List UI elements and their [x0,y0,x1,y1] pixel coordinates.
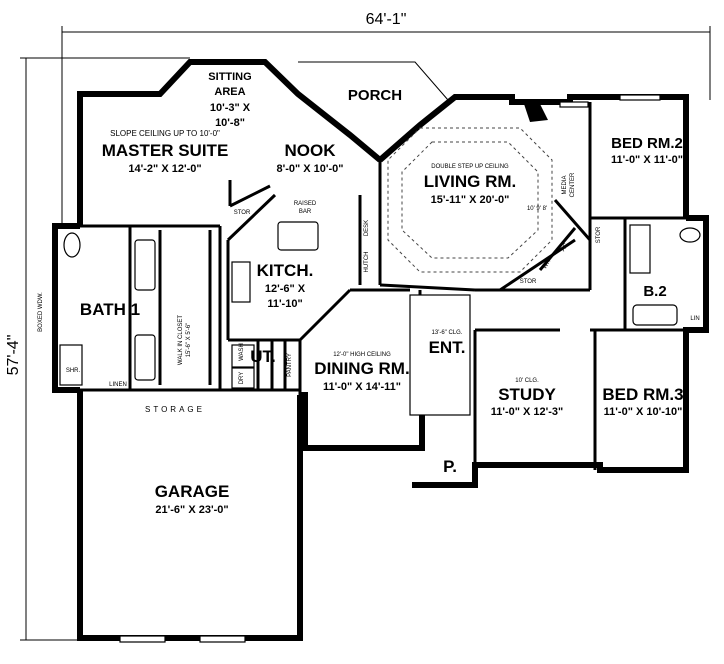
walk-in-closet-1: WALK IN CLOSET [178,315,184,365]
raised-bar-1: RAISED [294,201,317,207]
room-labels: SITTING AREA 10'-3" X 10'-8" PORCH SLOPE… [38,71,700,516]
hutch-label: HUTCH [364,252,370,273]
sitting-area-size-2: 10'-8" [215,117,245,129]
ac-label: AC [560,242,570,253]
master-suite-size: 14'-2" X 12'-0" [128,163,201,175]
overall-width-label: 64'-1" [366,11,407,28]
front-porch-label: P. [443,457,457,476]
dining-note: 12'-0" HIGH CEILING [333,352,391,358]
raised-bar-2: BAR [299,209,312,215]
walk-in-closet-2: 15'-6" X 5'-6" [186,323,192,358]
dry-label: DRY [239,372,245,385]
living-label: LIVING RM. [424,172,517,191]
stor-bed2-label: STOR [596,226,602,243]
dimension-lines [20,26,711,641]
living-ceiling-inner [401,141,539,259]
wash-label: WASH [239,343,245,361]
boxed-window-label: BOXED WDW. [38,292,44,332]
kitchen-size-2: 11'-10" [267,298,302,310]
storage-label: STORAGE [145,405,205,414]
kitchen-size-1: 12'-6" X [265,283,306,295]
garage-size: 21'-6" X 23'-0" [155,504,228,516]
bed-rm-2-label: BED RM.2 [611,135,683,152]
master-suite-label: MASTER SUITE [102,141,229,160]
sitting-area-name-1: SITTING [208,71,251,83]
study-label: STUDY [498,385,556,404]
master-suite-note: SLOPE CEILING UP TO 10'-0" [110,129,220,138]
sitting-area-size-1: 10'-3" X [210,102,251,114]
overall-depth-label: 57'-4" [5,335,22,376]
wh-label: WH [542,259,552,271]
nook-label: NOOK [285,141,337,160]
bed-rm-3-label: BED RM.3 [602,385,683,404]
linen-label: LINEN [109,382,127,388]
garage-label: GARAGE [155,482,230,501]
stor-nook-label: STOR [234,210,251,216]
utility-label: UT. [250,347,276,366]
study-note: 10' CLG. [515,378,539,384]
living-ceiling-outline [387,127,553,273]
kitchen-label: KITCH. [257,261,314,280]
desk-label: DESK [364,220,370,236]
lin-b2-label: LIN [690,316,699,322]
living-size: 15'-11" X 20'-0" [431,194,510,206]
entry-note: 13'-6" CLG. [432,330,463,336]
study-size: 11'-0" X 12'-3" [491,406,564,418]
living-ceiling-marks: 10' 9' 8' [527,206,547,212]
shower-label: SHR. [66,368,81,374]
pantry-label: PANTRY [287,353,293,377]
fixtures [59,94,701,643]
sitting-area-name-2: AREA [214,86,245,98]
bath-2-label: B.2 [643,283,666,300]
media-center-2: CENTER [570,172,576,197]
porch-label: PORCH [348,87,402,104]
living-note: DOUBLE STEP UP CEILING [431,164,509,170]
dining-size: 11'-0" X 14'-11" [323,381,401,393]
bed-rm-2-size: 11'-0" X 11'-0" [611,154,683,166]
interior-walls [80,102,686,470]
bed-rm-3-size: 11'-0" X 10'-10" [604,406,683,418]
entry-label: ENT. [429,338,466,357]
dining-label: DINING RM. [314,359,409,378]
media-center-1: MEDIA [562,175,568,194]
bath-1-label: BATH 1 [80,300,140,319]
nook-size: 8'-0" X 10'-0" [276,163,343,175]
stor-living-label: STOR [520,279,537,285]
